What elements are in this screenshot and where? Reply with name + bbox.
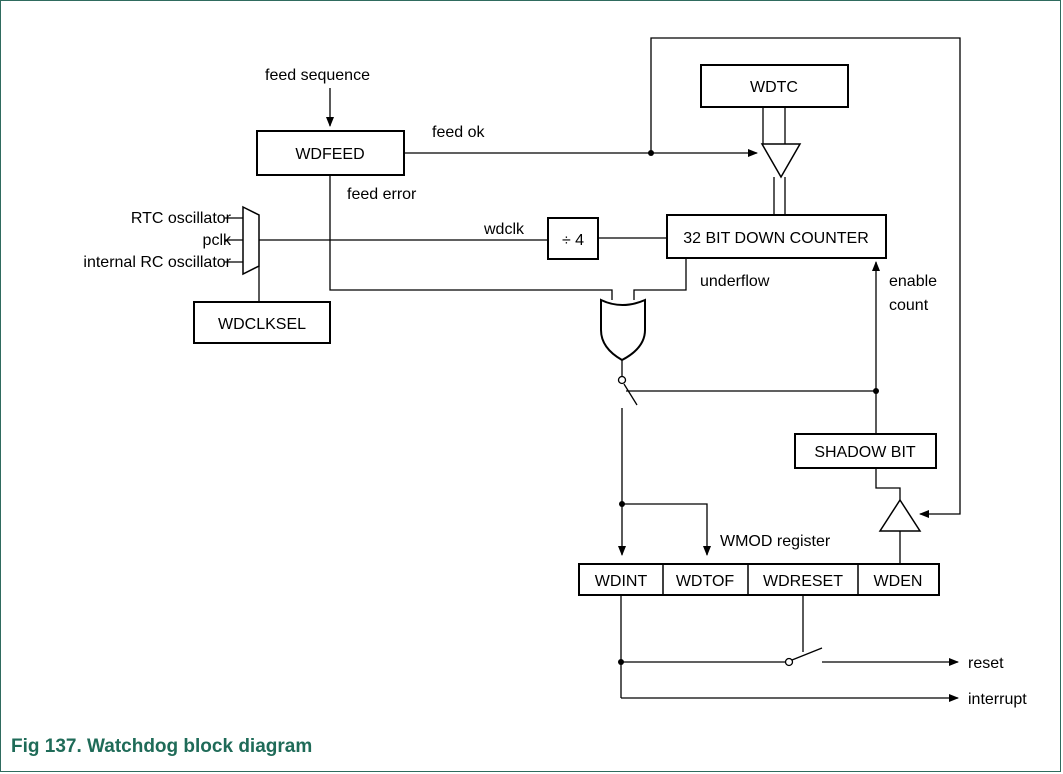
underflow-wire xyxy=(633,258,687,300)
shadow-bit-label: SHADOW BIT xyxy=(814,444,916,461)
wmod-bit-wdtof: WDTOF xyxy=(676,573,735,590)
or-gate xyxy=(600,298,646,362)
wmod-bit-wdint: WDINT xyxy=(595,573,648,590)
wdfeed-label: WDFEED xyxy=(295,146,364,163)
wmod-bit-wdreset: WDRESET xyxy=(763,573,843,590)
divider-label: ÷ 4 xyxy=(562,232,584,249)
clock-mux xyxy=(242,205,260,276)
wdtc-block xyxy=(700,64,849,108)
wdclk-label: wdclk xyxy=(483,221,525,238)
down-counter-label: 32 BIT DOWN COUNTER xyxy=(683,230,869,247)
junction-dot xyxy=(873,388,879,394)
wdclksel-block xyxy=(193,301,331,344)
wdtc-label: WDTC xyxy=(750,79,798,96)
load-buffer-triangle xyxy=(760,143,802,179)
count-label: count xyxy=(889,297,929,314)
switch-pivot xyxy=(617,375,627,385)
shadow-to-buffer-wire xyxy=(875,468,901,500)
feed-ok-label: feed ok xyxy=(432,124,485,141)
wdfeed-block xyxy=(256,130,405,176)
down-counter-block xyxy=(666,214,887,259)
feed-error-label: feed error xyxy=(347,186,417,203)
wden-buffer-triangle xyxy=(878,498,922,532)
feed-ok-to-shadow-wire xyxy=(650,37,961,518)
feed-sequence-label: feed sequence xyxy=(265,67,370,84)
wmod-register-label: WMOD register xyxy=(720,533,831,550)
underflow-label: underflow xyxy=(700,273,770,290)
enable-label: enable xyxy=(889,273,937,290)
wmod-register-block xyxy=(578,563,940,596)
figure-caption: Fig 137. Watchdog block diagram xyxy=(11,736,313,757)
interrupt-label: interrupt xyxy=(968,691,1027,708)
clock-input-rc: internal RC oscillator xyxy=(83,254,231,271)
shadow-bit-block xyxy=(794,433,937,469)
wmod-bit-wden: WDEN xyxy=(874,573,923,590)
reset-switch-pivot xyxy=(784,657,794,667)
feed-error-wire xyxy=(329,175,613,300)
enable-switch xyxy=(623,383,638,406)
clock-input-pclk: pclk xyxy=(203,232,232,249)
clock-input-rtc: RTC oscillator xyxy=(131,210,232,227)
reset-label: reset xyxy=(968,655,1004,672)
divider-block xyxy=(547,217,599,260)
wdtof-wire xyxy=(622,503,711,556)
reset-switch xyxy=(791,647,823,661)
wdclksel-label: WDCLKSEL xyxy=(218,316,306,333)
